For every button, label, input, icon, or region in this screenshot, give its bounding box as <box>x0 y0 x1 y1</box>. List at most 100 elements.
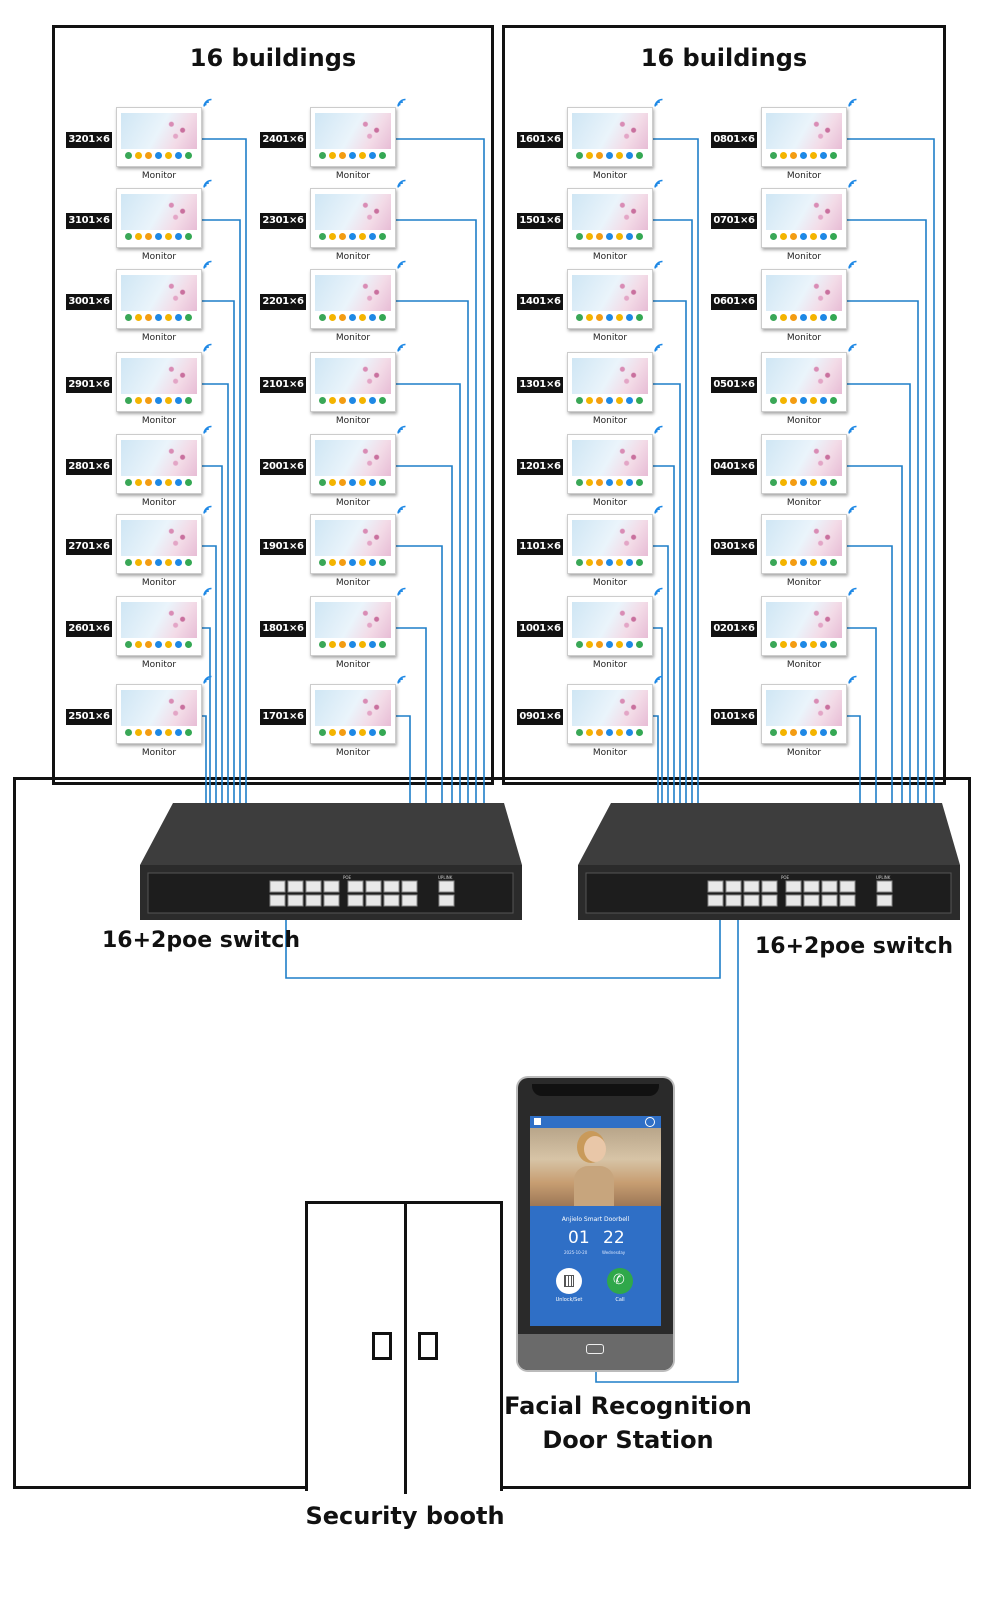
app-icon <box>379 397 386 404</box>
app-icon <box>576 314 583 321</box>
monitor-screen <box>121 520 197 556</box>
door-station-minute: 22 <box>603 1228 625 1248</box>
network-cable <box>847 219 927 805</box>
security-booth-label: Security booth <box>305 1502 505 1530</box>
app-icon <box>810 397 817 404</box>
app-icon <box>155 729 162 736</box>
monitor-label: Monitor <box>786 578 822 588</box>
network-cable <box>595 918 739 1383</box>
building-right-title: 16 buildings <box>640 44 808 72</box>
app-icon <box>800 729 807 736</box>
app-icon <box>626 233 633 240</box>
app-icon <box>606 641 613 648</box>
wifi-icon <box>848 675 857 684</box>
app-icon <box>165 559 172 566</box>
app-icon <box>319 479 326 486</box>
app-icon <box>125 152 132 159</box>
monitor-app-icons <box>770 397 840 405</box>
monitor-app-icons <box>125 641 195 649</box>
app-icon <box>830 152 837 159</box>
room-range-tag: 0501×6 <box>711 377 757 393</box>
wifi-icon <box>203 98 212 107</box>
door-station-device: Anjielo Smart Doorbell 01 22 2025-10-20 … <box>518 1078 673 1370</box>
app-icon <box>175 152 182 159</box>
call-button[interactable]: ✆ <box>607 1268 633 1294</box>
monitor-screen <box>766 520 842 556</box>
app-icon <box>576 397 583 404</box>
door-station-base <box>518 1334 673 1370</box>
monitor-app-icons <box>319 729 389 737</box>
app-icon <box>616 152 623 159</box>
app-icon <box>586 397 593 404</box>
indoor-monitor <box>567 107 653 167</box>
app-icon <box>339 729 346 736</box>
wifi-icon <box>397 587 406 596</box>
door-station-camera-bar <box>532 1084 659 1096</box>
app-icon <box>810 479 817 486</box>
unlock-set-button[interactable] <box>556 1268 582 1294</box>
app-icon <box>155 152 162 159</box>
app-icon <box>800 559 807 566</box>
app-icon <box>626 559 633 566</box>
monitor-label: Monitor <box>592 333 628 343</box>
app-icon <box>165 233 172 240</box>
app-icon <box>606 397 613 404</box>
room-range-tag: 0601×6 <box>711 294 757 310</box>
poe-port <box>287 880 304 893</box>
unlock-set-label: Unlock/Set <box>555 1297 583 1303</box>
app-icon <box>125 314 132 321</box>
room-range-tag: 3001×6 <box>66 294 112 310</box>
monitor-app-icons <box>770 729 840 737</box>
room-range-tag: 2601×6 <box>66 621 112 637</box>
app-icon <box>155 233 162 240</box>
poe-port <box>803 880 820 893</box>
app-icon <box>359 152 366 159</box>
app-icon <box>175 729 182 736</box>
monitor-label: Monitor <box>592 660 628 670</box>
poe-port <box>347 880 364 893</box>
app-icon <box>329 152 336 159</box>
network-cable <box>396 300 469 805</box>
indoor-monitor <box>567 514 653 574</box>
network-cable <box>847 383 911 805</box>
app-icon <box>790 559 797 566</box>
uplink-port <box>876 894 893 907</box>
app-icon <box>329 479 336 486</box>
app-icon <box>800 397 807 404</box>
monitor-screen <box>572 520 648 556</box>
app-icon <box>576 152 583 159</box>
app-icon <box>329 233 336 240</box>
app-icon <box>155 314 162 321</box>
poe-port <box>839 894 856 907</box>
app-icon <box>175 233 182 240</box>
wifi-icon <box>848 505 857 514</box>
monitor-screen <box>315 113 391 149</box>
poe-port <box>803 894 820 907</box>
app-icon <box>616 397 623 404</box>
room-range-tag: 2901×6 <box>66 377 112 393</box>
poe-port <box>821 880 838 893</box>
room-range-tag: 0101×6 <box>711 709 757 725</box>
app-icon <box>636 479 643 486</box>
monitor-label: Monitor <box>335 660 371 670</box>
app-icon <box>125 729 132 736</box>
app-icon <box>379 233 386 240</box>
network-cable <box>202 545 217 805</box>
poe-port <box>821 894 838 907</box>
app-icon <box>616 314 623 321</box>
room-range-tag: 0401×6 <box>711 459 757 475</box>
wifi-icon <box>848 98 857 107</box>
app-icon <box>379 641 386 648</box>
